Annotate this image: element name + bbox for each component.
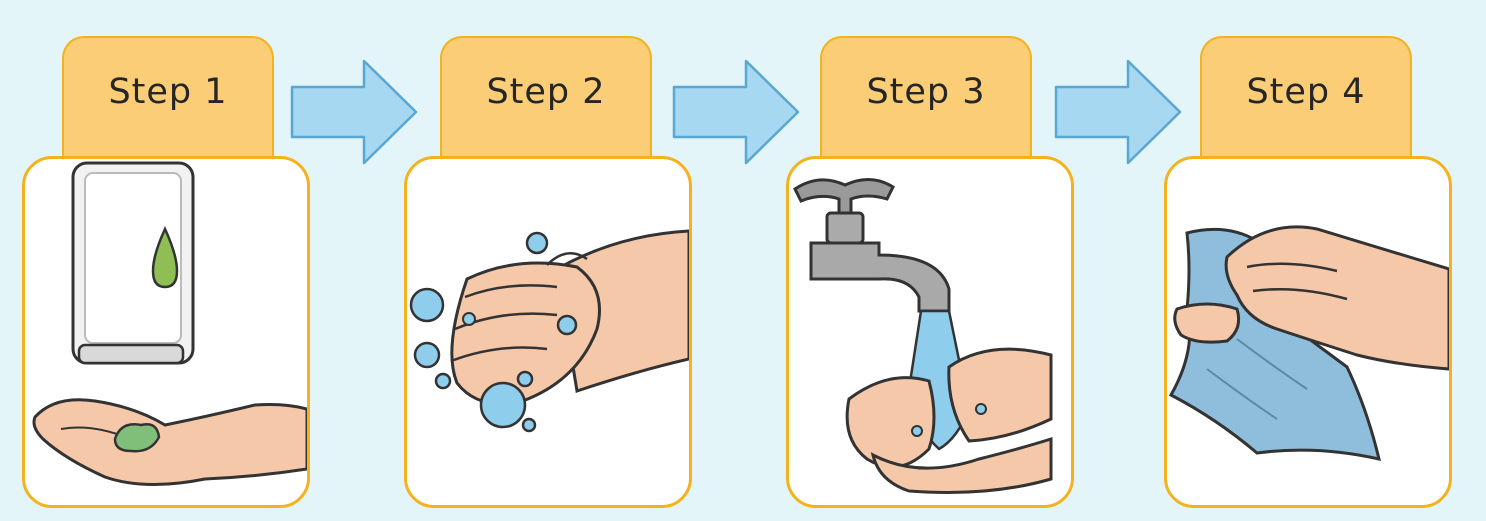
step-4-card <box>1164 156 1452 508</box>
step-3-tab: Step 3 <box>820 36 1032 158</box>
step-4-label: Step 4 <box>1246 72 1365 112</box>
step-3-label: Step 3 <box>866 72 985 112</box>
step-3-card <box>786 156 1074 508</box>
step-1-tab: Step 1 <box>62 36 274 158</box>
arrow-1-icon <box>290 57 420 167</box>
towel-drying-hands-icon <box>1167 159 1449 505</box>
step-2-card <box>404 156 692 508</box>
step-4-tab: Step 4 <box>1200 36 1412 158</box>
arrow-3-icon <box>1054 57 1184 167</box>
step-1-card <box>22 156 310 508</box>
step-2-label: Step 2 <box>486 72 605 112</box>
arrow-2-icon <box>672 57 802 167</box>
step-2-tab: Step 2 <box>440 36 652 158</box>
step-1-label: Step 1 <box>108 72 227 112</box>
tap-rinse-hands-icon <box>789 159 1071 505</box>
soap-dispenser-hand-icon <box>25 159 307 505</box>
scrubbing-hands-bubbles-icon <box>407 159 689 505</box>
